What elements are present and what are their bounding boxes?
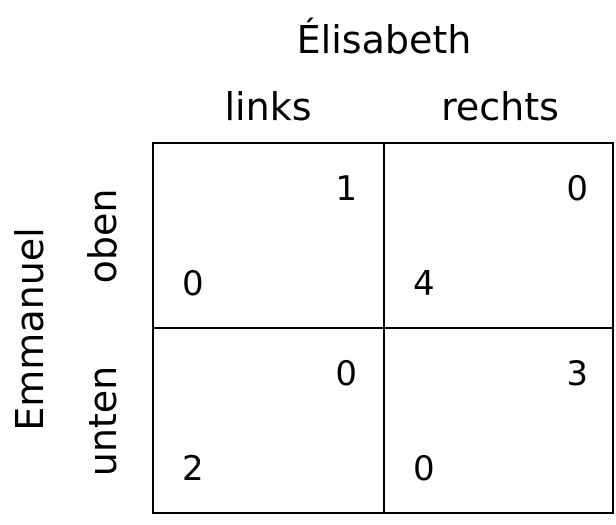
row-strategy-unten: unten bbox=[81, 365, 125, 477]
column-payoff: 1 bbox=[335, 169, 357, 209]
column-payoff: 0 bbox=[566, 169, 588, 209]
row-strategy-oben: oben bbox=[81, 188, 125, 284]
cell-oben-links: 1 0 bbox=[154, 144, 385, 329]
column-strategy-rechts: rechts bbox=[441, 85, 559, 129]
column-player-label: Élisabeth bbox=[296, 18, 472, 62]
column-payoff: 3 bbox=[566, 354, 588, 394]
payoff-matrix: 1 0 0 4 0 2 3 0 bbox=[152, 142, 614, 514]
row-payoff: 0 bbox=[413, 449, 435, 489]
cell-unten-rechts: 3 0 bbox=[385, 329, 614, 512]
row-payoff: 0 bbox=[182, 264, 204, 304]
column-payoff: 0 bbox=[335, 354, 357, 394]
row-player-label: Emmanuel bbox=[8, 227, 52, 431]
cell-unten-links: 0 2 bbox=[154, 329, 385, 512]
column-strategy-links: links bbox=[224, 85, 312, 129]
row-payoff: 2 bbox=[182, 449, 204, 489]
row-payoff: 4 bbox=[413, 264, 435, 304]
cell-oben-rechts: 0 4 bbox=[385, 144, 614, 329]
